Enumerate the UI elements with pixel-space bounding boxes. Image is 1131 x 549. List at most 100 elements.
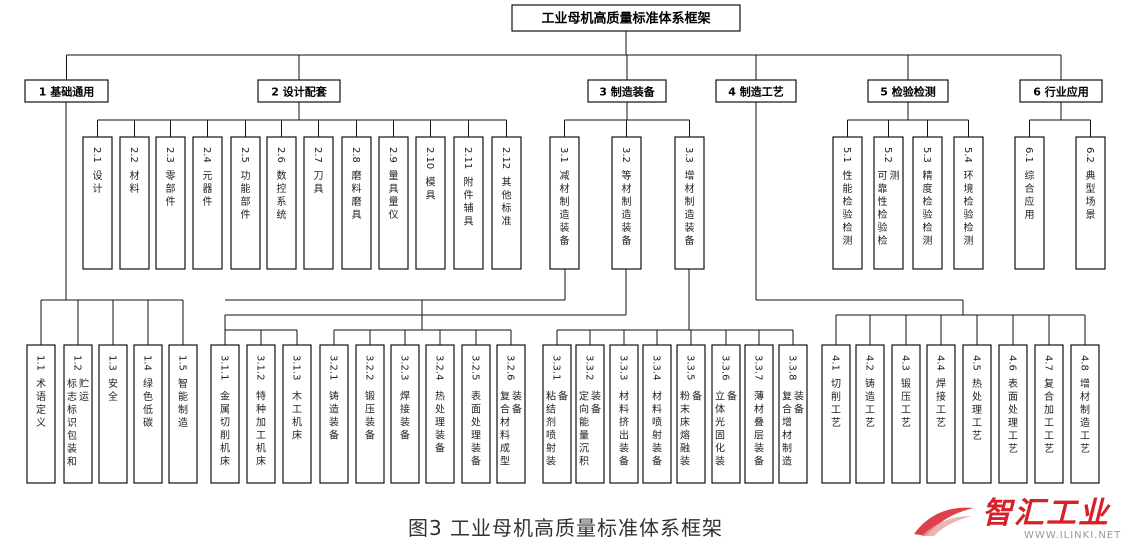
design-item xyxy=(230,136,261,270)
category-label: 4 制造工艺 xyxy=(728,85,783,99)
design-item-text: 设计 xyxy=(93,170,103,195)
node-number: 2.9 xyxy=(387,147,398,163)
process-item xyxy=(855,344,885,484)
cutting-equipment-item-text: 木工机床 xyxy=(292,391,302,442)
design-item xyxy=(266,136,297,270)
inspection-item-text: 环境检验检测 xyxy=(964,171,974,247)
node-number: 3.1 xyxy=(558,147,569,163)
forming-equipment-item xyxy=(425,344,455,484)
forming-equipment-item xyxy=(496,344,526,484)
process-item xyxy=(1070,344,1100,484)
root-node-title: 工业母机高质量标准体系框架 xyxy=(541,11,710,27)
basic-item xyxy=(133,344,163,484)
category-node xyxy=(24,79,109,103)
node-number: 4.6 xyxy=(1007,355,1018,371)
process-item xyxy=(962,344,992,484)
node-number: 2.10 xyxy=(424,147,435,169)
application-item-text: 综合应用 xyxy=(1025,169,1035,221)
forming-equipment-item xyxy=(319,344,349,484)
cutting-equipment-item xyxy=(282,344,312,484)
design-item-text: 刀具 xyxy=(314,171,324,195)
node-number: 1.1 xyxy=(35,355,46,371)
forming-equipment-item xyxy=(355,344,385,484)
basic-item-text: 绿色低碳 xyxy=(143,377,153,429)
basic-item-text: 术语定义 xyxy=(36,378,46,429)
inspection-item xyxy=(912,136,943,270)
forming-equipment-item-text: 铸造装备 xyxy=(329,390,339,442)
node-number: 1.4 xyxy=(142,355,153,371)
node-number: 6.1 xyxy=(1023,147,1034,163)
process-item-text: 切削工艺 xyxy=(831,378,841,429)
additive-equipment-item xyxy=(778,344,808,484)
category-node xyxy=(715,79,797,103)
watermark-url: WWW.ILINKI.NET xyxy=(1024,530,1122,541)
process-item-text: 增材制造工艺 xyxy=(1080,377,1090,455)
basic-item xyxy=(63,344,93,484)
inspection-item-text: 可靠性检验检测 xyxy=(878,169,900,247)
application-item xyxy=(1075,136,1106,270)
node-number: 3.3.3 xyxy=(618,355,629,380)
node-number: 3.3.5 xyxy=(685,355,696,380)
cutting-equipment-item-text: 金属切削机床 xyxy=(220,390,230,468)
application-item xyxy=(1014,136,1045,270)
design-item xyxy=(491,136,522,270)
equipment-item xyxy=(674,136,705,270)
watermark-logo-text: 智汇工业 xyxy=(982,496,1110,531)
node-number: 2.11 xyxy=(462,147,473,169)
node-number: 1.3 xyxy=(107,355,118,371)
basic-item xyxy=(98,344,128,484)
design-item xyxy=(378,136,409,270)
process-item-text: 焊接工艺 xyxy=(936,378,946,429)
category-label: 2 设计配套 xyxy=(271,85,327,99)
equipment-item-text: 增材制造装备 xyxy=(685,169,695,247)
additive-equipment-item-text: 立体光固化装备 xyxy=(715,390,737,468)
node-number: 4.2 xyxy=(864,355,875,371)
cutting-equipment-item xyxy=(246,344,276,484)
process-item xyxy=(891,344,921,484)
category-node xyxy=(587,79,667,103)
design-item xyxy=(82,136,113,270)
equipment-item-text: 减材制造装备 xyxy=(560,170,570,247)
inspection-item xyxy=(873,136,904,270)
forming-equipment-item xyxy=(390,344,420,484)
node-number: 5.1 xyxy=(841,147,852,163)
basic-item-text: 智能制造 xyxy=(178,377,188,429)
additive-equipment-item xyxy=(676,344,706,484)
node-number: 3.3.7 xyxy=(753,355,764,380)
equipment-item xyxy=(611,136,642,270)
process-item xyxy=(821,344,851,484)
node-number: 3.2.5 xyxy=(470,355,481,380)
design-item xyxy=(192,136,223,270)
forming-equipment-item-text: 锻压装备 xyxy=(365,390,375,442)
category-label: 5 检验检测 xyxy=(880,85,935,99)
design-item xyxy=(155,136,186,270)
basic-item xyxy=(26,344,56,484)
forming-equipment-item-text: 热处理装备 xyxy=(435,390,445,455)
node-number: 2.5 xyxy=(239,147,250,163)
node-number: 4.8 xyxy=(1079,355,1090,371)
node-number: 3.2.1 xyxy=(328,355,339,380)
figure-caption: 图3 工业母机高质量标准体系框架 xyxy=(407,516,724,540)
watermark-swoosh-icon xyxy=(914,507,974,536)
inspection-item xyxy=(953,136,984,270)
design-item-text: 磨料磨具 xyxy=(352,170,362,221)
node-number: 4.5 xyxy=(971,355,982,371)
node-number: 4.1 xyxy=(830,355,841,371)
design-item-text: 量具量仪 xyxy=(389,170,399,221)
node-number: 2.8 xyxy=(350,147,361,163)
forming-equipment-item-text: 表面处理装备 xyxy=(471,390,481,468)
design-item-text: 元器件 xyxy=(203,171,213,208)
process-item xyxy=(998,344,1028,484)
category-node xyxy=(867,79,949,103)
node-number: 2.2 xyxy=(128,147,139,163)
node-number: 2.1 xyxy=(91,147,102,163)
design-item-text: 材料 xyxy=(130,169,140,195)
node-number: 3.1.3 xyxy=(291,355,302,380)
node-number: 3.2.6 xyxy=(505,355,516,380)
node-number: 3.2.2 xyxy=(364,355,375,380)
process-item-text: 锻压工艺 xyxy=(901,377,911,429)
node-number: 4.4 xyxy=(935,355,946,371)
node-number: 3.3.6 xyxy=(720,355,731,380)
additive-equipment-item xyxy=(642,344,672,484)
node-number: 3.3.1 xyxy=(551,355,562,380)
